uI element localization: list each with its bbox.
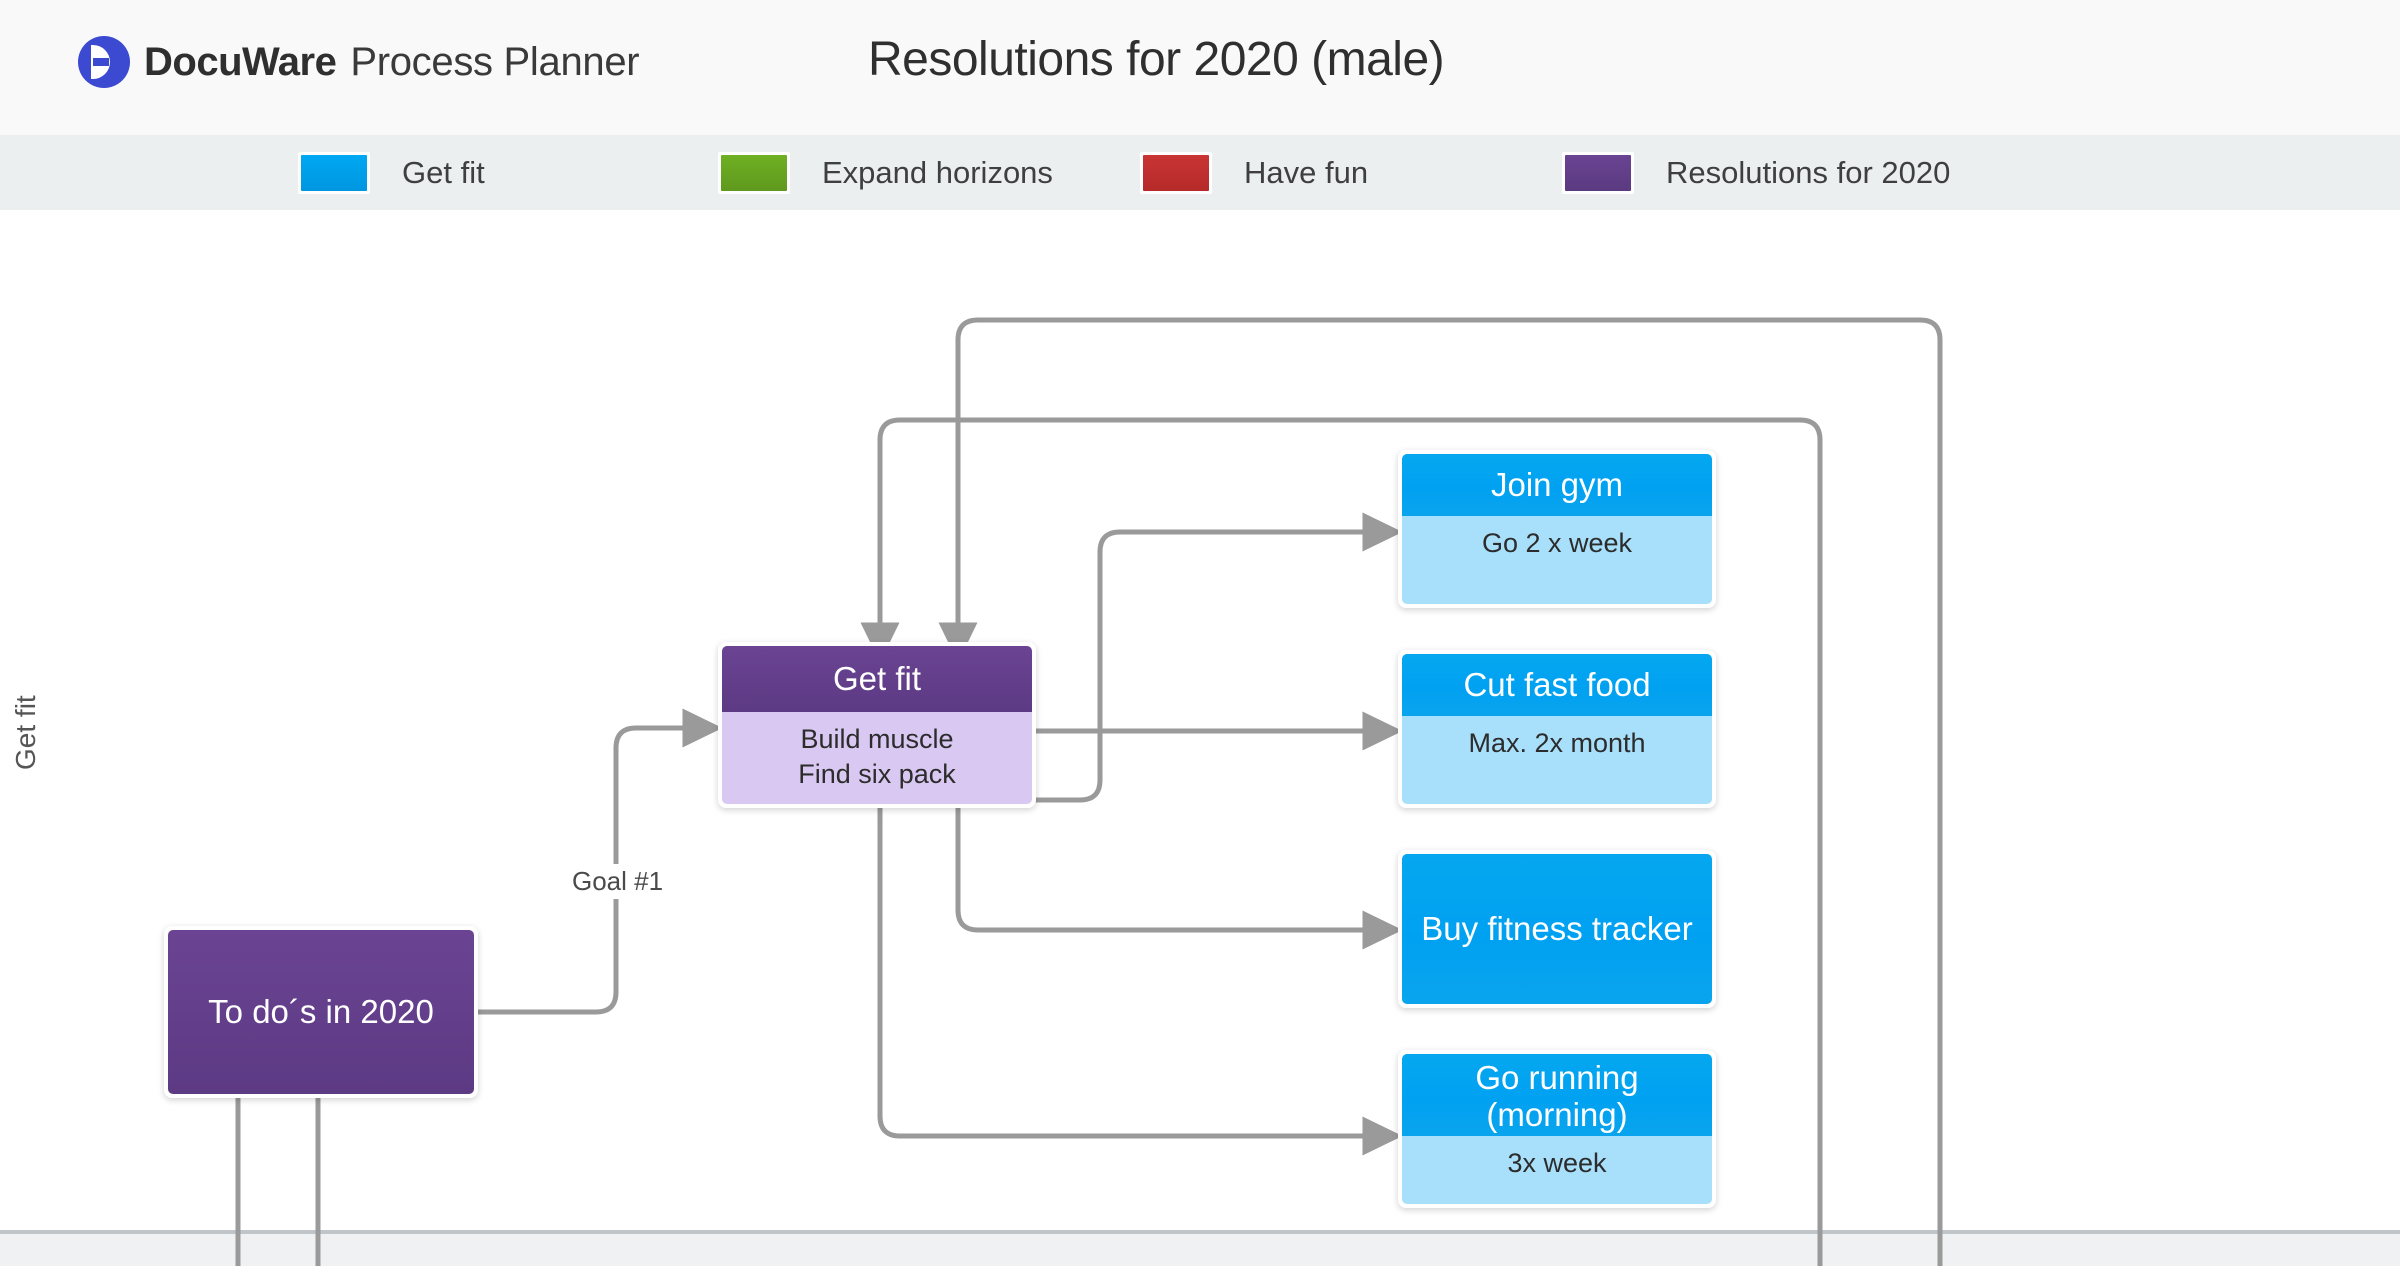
node-subtitle: 3x week (1402, 1136, 1712, 1204)
lane-bottom-strip (0, 1234, 2400, 1266)
node-buy-fitness-tracker[interactable]: Buy fitness tracker (1398, 850, 1716, 1008)
node-title: Join gym (1402, 454, 1712, 516)
legend-item-resolutions-2020[interactable]: Resolutions for 2020 (1562, 135, 1950, 210)
brand-name: DocuWare (144, 39, 337, 84)
app-header: DocuWare Process Planner Resolutions for… (0, 0, 2400, 135)
node-title: Buy fitness tracker (1402, 854, 1712, 1004)
docuware-logo-icon (78, 36, 130, 88)
legend-swatch-icon (1562, 151, 1634, 194)
legend-bar: Get fit Expand horizons Have fun Resolut… (0, 135, 2400, 210)
legend-item-get-fit[interactable]: Get fit (298, 135, 485, 210)
node-title: Get fit (722, 646, 1032, 712)
diagram-canvas[interactable] (0, 210, 2400, 1266)
node-subtitle: Max. 2x month (1402, 716, 1712, 804)
legend-label: Expand horizons (822, 154, 1053, 190)
node-inner: Go running (morning) 3x week (1402, 1054, 1712, 1204)
brand-subtitle: Process Planner (350, 39, 640, 84)
node-inner: Get fit Build muscle Find six pack (722, 646, 1032, 804)
legend-item-expand-horizons[interactable]: Expand horizons (718, 135, 1053, 210)
node-subtitle-line: Build muscle (800, 724, 954, 754)
legend-swatch-icon (718, 151, 790, 194)
page-title: Resolutions for 2020 (male) (868, 33, 1445, 86)
node-title-line: Go running (1475, 1059, 1639, 1096)
node-cut-fast-food[interactable]: Cut fast food Max. 2x month (1398, 650, 1716, 808)
legend-item-have-fun[interactable]: Have fun (1140, 135, 1368, 210)
node-inner: Join gym Go 2 x week (1402, 454, 1712, 604)
legend-swatch-icon (298, 151, 370, 194)
node-join-gym[interactable]: Join gym Go 2 x week (1398, 450, 1716, 608)
node-subtitle: Build muscle Find six pack (722, 712, 1032, 804)
brand-block: DocuWare Process Planner (78, 36, 640, 88)
node-title: Go running (morning) (1402, 1054, 1712, 1136)
node-inner: Cut fast food Max. 2x month (1402, 654, 1712, 804)
legend-label: Have fun (1244, 154, 1369, 190)
node-get-fit[interactable]: Get fit Build muscle Find six pack (718, 642, 1036, 808)
edge-label-goal-1: Goal #1 (566, 864, 670, 899)
legend-swatch-icon (1140, 151, 1212, 194)
node-todos-2020[interactable]: To do´s in 2020 (164, 926, 478, 1098)
legend-label: Get fit (402, 154, 485, 190)
node-go-running[interactable]: Go running (morning) 3x week (1398, 1050, 1716, 1208)
node-title: Cut fast food (1402, 654, 1712, 716)
node-inner: To do´s in 2020 (168, 930, 474, 1094)
node-title: To do´s in 2020 (168, 930, 474, 1094)
node-inner: Buy fitness tracker (1402, 854, 1712, 1004)
legend-label: Resolutions for 2020 (1666, 154, 1951, 190)
node-subtitle-line: Find six pack (798, 758, 956, 789)
swimlane-label-get-fit: Get fit (10, 695, 41, 770)
node-title-line: (morning) (1486, 1095, 1628, 1133)
node-subtitle: Go 2 x week (1402, 516, 1712, 604)
